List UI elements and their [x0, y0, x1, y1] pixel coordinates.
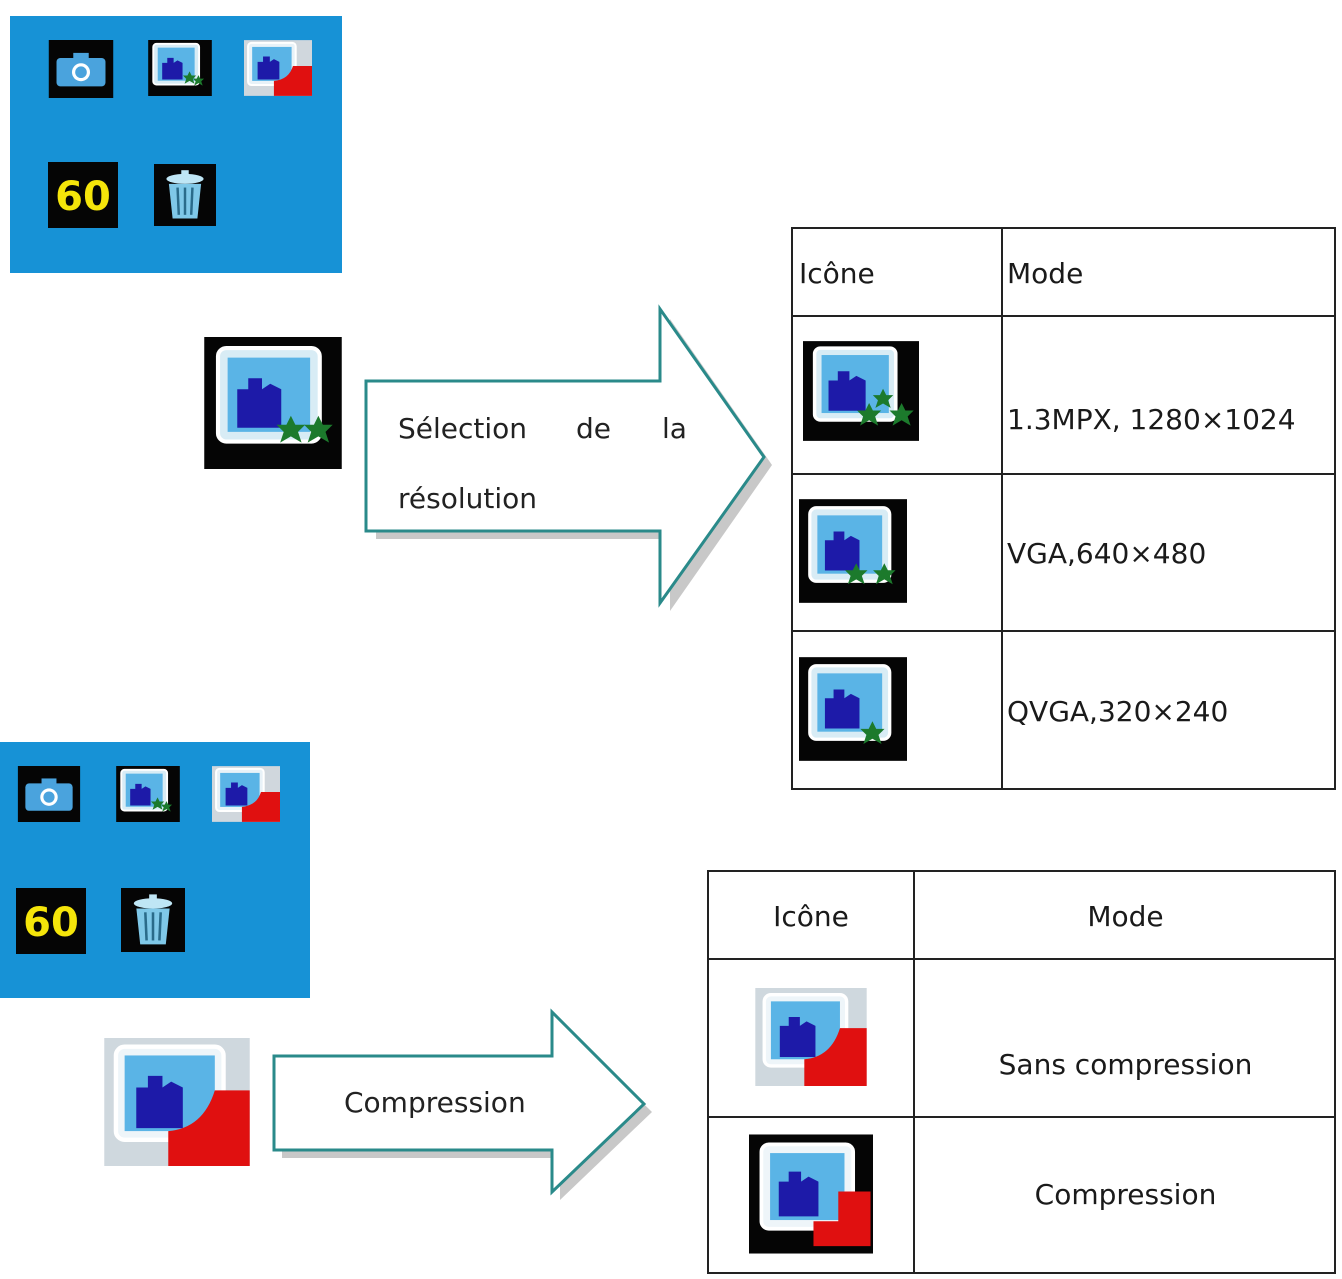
timer-value: 60 — [55, 174, 111, 220]
timer-icon[interactable]: 60 — [48, 162, 118, 228]
resolution-large-icon — [204, 337, 342, 473]
arrow-word-1: Sélection — [398, 412, 528, 445]
arrow-word-2: de — [576, 412, 611, 445]
trash-icon[interactable] — [152, 164, 218, 226]
table-row-mode: VGA,640×480 — [1007, 537, 1207, 570]
compression-on-icon — [749, 1134, 873, 1254]
camera-icon[interactable] — [16, 766, 82, 822]
resolution-table: Icône Mode 1.3MPX, 1280×1024 VGA,640×480 — [791, 227, 1336, 790]
resolution-qvga-icon — [799, 657, 907, 761]
resolution-icon[interactable] — [116, 766, 180, 822]
compression-table: Icône Mode Sans compression Compression — [707, 870, 1336, 1274]
timer-icon[interactable]: 60 — [16, 888, 86, 954]
resolution-arrow — [364, 304, 772, 611]
table-row-mode: 1.3MPX, 1280×1024 — [1007, 403, 1296, 436]
camera-icon[interactable] — [48, 40, 114, 98]
table-header-icon: Icône — [773, 900, 849, 933]
table-row-mode: QVGA,320×240 — [1007, 695, 1229, 728]
arrow-word-3: la — [662, 412, 687, 445]
table-header-icon: Icône — [799, 257, 875, 290]
compression-icon[interactable] — [244, 40, 312, 96]
timer-value: 60 — [23, 900, 79, 946]
compression-arrow — [272, 1008, 652, 1200]
resolution-vga-icon — [799, 499, 907, 603]
compression-large-icon — [104, 1038, 250, 1170]
table-row-mode: Sans compression — [998, 1048, 1253, 1081]
compression-arrow-label: Compression — [344, 1086, 526, 1119]
resolution-high-icon — [803, 341, 919, 441]
camera-menu-panel-2: 60 — [0, 742, 310, 998]
table-row-mode: Compression — [1034, 1178, 1217, 1211]
compression-icon[interactable] — [212, 766, 280, 822]
table-header-mode: Mode — [1007, 257, 1084, 290]
trash-icon[interactable] — [120, 888, 186, 952]
no-compression-icon — [755, 988, 867, 1086]
camera-menu-panel: 60 — [10, 16, 342, 273]
resolution-icon[interactable] — [148, 40, 212, 96]
table-header-mode: Mode — [1087, 900, 1164, 933]
arrow-line-2: résolution — [398, 482, 538, 515]
